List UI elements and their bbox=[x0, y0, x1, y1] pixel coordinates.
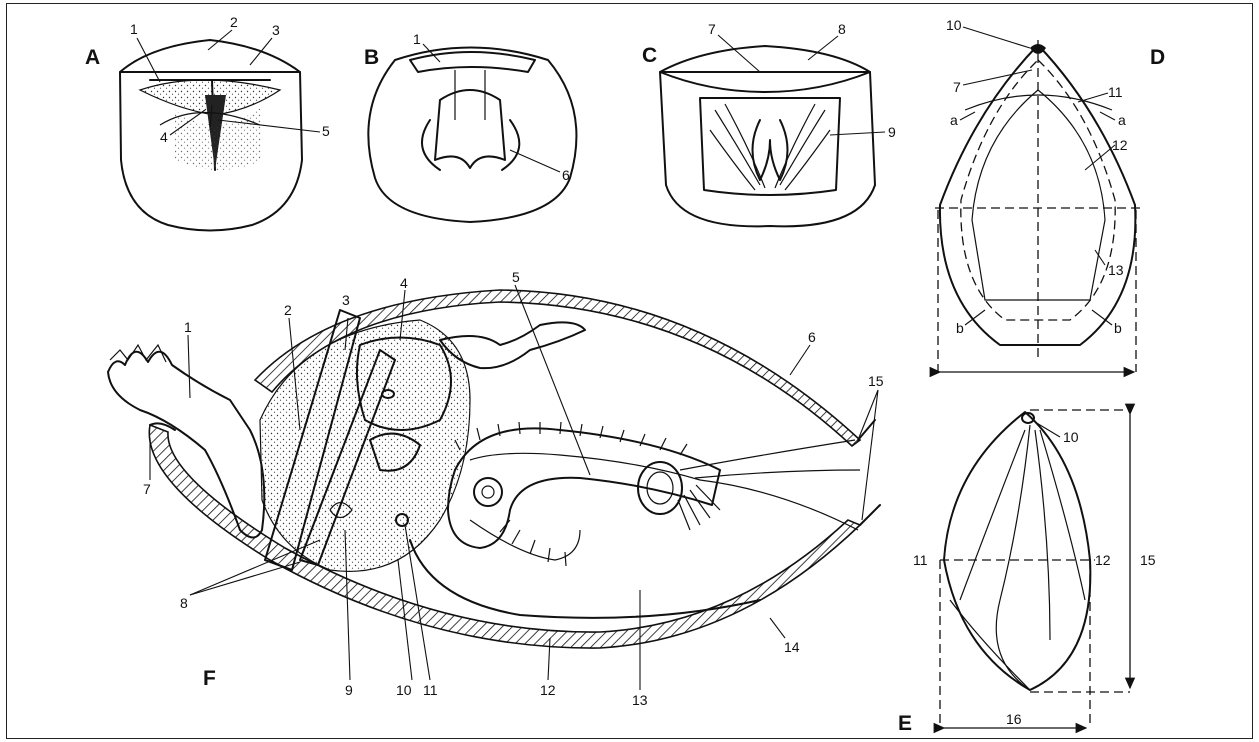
label-b-1: 1 bbox=[413, 31, 421, 47]
label-e-16: 16 bbox=[1006, 711, 1022, 727]
panel-label-c: C bbox=[642, 44, 657, 67]
label-f-4: 4 bbox=[400, 275, 408, 291]
label-f-2: 2 bbox=[284, 302, 292, 318]
label-e-15: 15 bbox=[1140, 552, 1156, 568]
label-a-1: 1 bbox=[130, 21, 138, 37]
label-a-4: 4 bbox=[160, 129, 168, 145]
label-f-3: 3 bbox=[342, 292, 350, 308]
label-c-9: 9 bbox=[888, 124, 896, 140]
label-f-8: 8 bbox=[180, 595, 188, 611]
label-d-12: 12 bbox=[1112, 137, 1128, 153]
label-c-8: 8 bbox=[838, 21, 846, 37]
panel-e-numbers: 10 11 12 15 16 bbox=[913, 429, 1156, 727]
label-e-10: 10 bbox=[1063, 429, 1079, 445]
label-d-11: 11 bbox=[1108, 84, 1123, 100]
panel-label-d: D bbox=[1150, 46, 1165, 69]
label-c-7: 7 bbox=[708, 21, 716, 37]
panel-c-numbers: 7 8 9 bbox=[708, 21, 896, 140]
panel-d-numbers: 10 7 11 a 12 a 13 b b bbox=[946, 17, 1128, 336]
label-d-b-right: b bbox=[1114, 320, 1122, 336]
label-f-14: 14 bbox=[784, 639, 800, 655]
panel-label-f: F bbox=[203, 667, 216, 690]
panel-e-drawing bbox=[940, 410, 1130, 728]
label-f-15: 15 bbox=[868, 373, 884, 389]
panel-c-drawing bbox=[660, 46, 875, 226]
label-a-2: 2 bbox=[230, 14, 238, 30]
panel-label-e: E bbox=[898, 712, 912, 735]
label-a-3: 3 bbox=[272, 22, 280, 38]
panel-f-drawing bbox=[108, 290, 880, 648]
label-f-1: 1 bbox=[184, 319, 192, 335]
label-a-5: 5 bbox=[322, 123, 330, 139]
label-d-7: 7 bbox=[953, 79, 961, 95]
label-d-b-left: b bbox=[956, 320, 964, 336]
label-f-10: 10 bbox=[396, 682, 412, 698]
label-f-13: 13 bbox=[632, 692, 648, 708]
panel-b-drawing bbox=[368, 48, 576, 223]
label-f-7: 7 bbox=[143, 481, 151, 497]
label-d-a-right: a bbox=[1118, 112, 1126, 128]
label-f-12: 12 bbox=[540, 682, 556, 698]
label-e-12: 12 bbox=[1095, 552, 1111, 568]
label-f-6: 6 bbox=[808, 329, 816, 345]
label-d-a-left: a bbox=[950, 112, 958, 128]
label-d-10: 10 bbox=[946, 17, 962, 33]
label-f-11: 11 bbox=[423, 682, 438, 698]
panel-label-b: B bbox=[364, 46, 379, 69]
label-f-9: 9 bbox=[345, 682, 353, 698]
label-d-13: 13 bbox=[1108, 262, 1124, 278]
label-e-11: 11 bbox=[913, 552, 928, 568]
label-b-6: 6 bbox=[562, 167, 570, 183]
panel-label-a: A bbox=[85, 46, 100, 69]
panel-a-drawing bbox=[120, 40, 302, 231]
label-f-5: 5 bbox=[512, 269, 520, 285]
